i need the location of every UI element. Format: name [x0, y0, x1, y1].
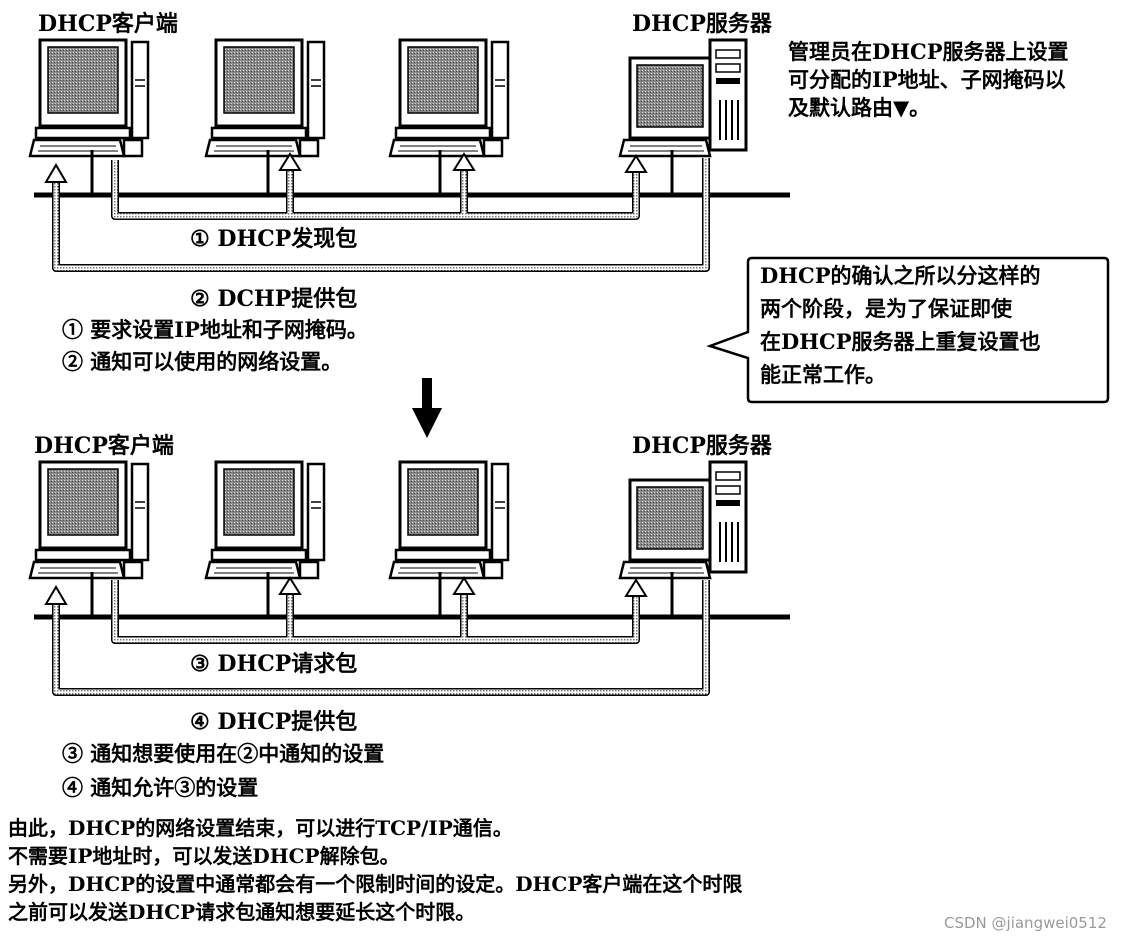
callout-line: DHCP的确认之所以分这样的	[760, 263, 1041, 288]
client-computer-3b	[388, 460, 510, 580]
admin-note-line: 管理员在DHCP服务器上设置	[788, 39, 1069, 64]
client-computer-1b	[28, 460, 150, 580]
server-label-b: DHCP服务器	[632, 433, 772, 459]
step-explain-1: ① 要求设置IP地址和子网掩码。	[62, 317, 368, 342]
callout-line: 在DHCP服务器上重复设置也	[760, 329, 1041, 354]
bottom-network	[28, 460, 790, 696]
client-label: DHCP客户端	[38, 11, 178, 37]
down-arrow-icon	[412, 378, 442, 438]
callout-line: 两个阶段，是为了保证即使	[760, 296, 1012, 321]
packet-label-request: ③ DHCP请求包	[190, 651, 358, 677]
top-network	[28, 38, 790, 272]
request-path	[111, 580, 640, 644]
step-explain-4: ④ 通知允许③的设置	[62, 775, 259, 800]
client-label-b: DHCP客户端	[34, 433, 174, 459]
client-computer-3	[388, 38, 510, 158]
watermark: CSDN @jiangwei0512	[944, 914, 1107, 932]
footer-line: 由此，DHCP的网络设置结束，可以进行TCP/IP通信。	[8, 816, 513, 840]
callout-bubble	[706, 256, 1110, 404]
packet-label-discover: ① DHCP发现包	[190, 226, 358, 252]
client-computer-1	[28, 38, 150, 158]
packet-label-ack: ④ DHCP提供包	[190, 709, 358, 735]
client-computer-2b	[204, 460, 326, 580]
server-label: DHCP服务器	[632, 11, 772, 37]
step-explain-2: ② 通知可以使用的网络设置。	[62, 349, 343, 374]
client-computer-2	[204, 38, 326, 158]
server-computer-b	[618, 460, 748, 580]
server-computer	[618, 38, 748, 158]
admin-note-line: 可分配的IP地址、子网掩码以	[788, 67, 1066, 92]
discover-path	[111, 160, 640, 220]
callout-line: 能正常工作。	[760, 362, 886, 387]
admin-note-line: 及默认路由▼。	[788, 95, 931, 120]
packet-label-offer: ② DCHP提供包	[190, 286, 358, 312]
step-explain-3: ③ 通知想要使用在②中通知的设置	[62, 741, 385, 766]
footer-line: 之前可以发送DHCP请求包通知想要延长这个时限。	[8, 900, 476, 924]
footer-line: 另外，DHCP的设置中通常都会有一个限制时间的设定。DHCP客户端在这个时限	[8, 872, 743, 896]
footer-line: 不需要IP地址时，可以发送DHCP解除包。	[8, 844, 400, 868]
